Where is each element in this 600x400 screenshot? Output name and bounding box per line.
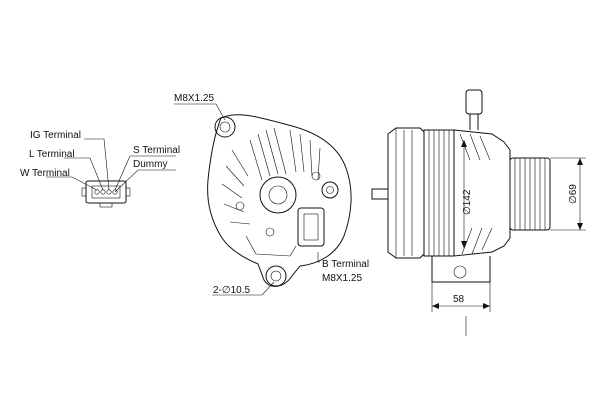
- side-view-body: [371, 89, 551, 283]
- ig-terminal-label: IG Terminal: [30, 130, 81, 141]
- b-terminal-thread: M8X1.25: [322, 273, 362, 284]
- dim-pulley-diameter: [550, 157, 586, 231]
- connector-leaders: [46, 138, 176, 193]
- width-label: 58: [453, 294, 465, 305]
- s-terminal-label: S Terminal: [133, 145, 180, 156]
- w-terminal-label: W Terminal: [20, 168, 70, 179]
- rear-view-housing: [207, 114, 352, 287]
- b-terminal-title: B Terminal: [322, 259, 369, 270]
- mount-holes-label: 2-∅10.5: [213, 285, 251, 296]
- l-terminal-label: L Terminal: [29, 149, 75, 160]
- dummy-label: Dummy: [133, 159, 167, 170]
- dim-width: [431, 282, 491, 312]
- mount-thread-label: M8X1.25: [174, 93, 214, 104]
- pulley-diameter-label: ∅69: [568, 184, 579, 204]
- body-diameter-label: ∅142: [462, 189, 473, 215]
- dim-body-diameter: [461, 140, 467, 248]
- rear-view-leaders: [174, 103, 320, 296]
